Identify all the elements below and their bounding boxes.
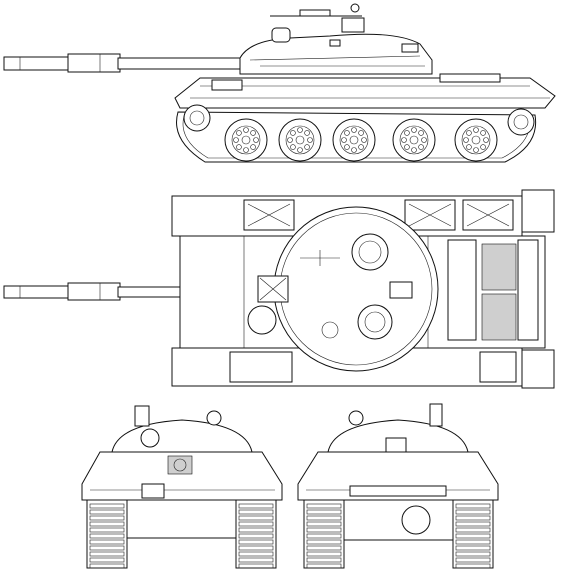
rear-turret xyxy=(327,419,469,453)
road-wheel-1 xyxy=(224,118,268,162)
top-turret xyxy=(273,206,439,372)
side-drive-sprocket xyxy=(507,108,535,136)
rear-hull xyxy=(297,451,499,501)
side-view xyxy=(3,3,556,163)
front-turret xyxy=(111,419,253,453)
front-hull xyxy=(81,451,283,501)
top-driver-hatch xyxy=(247,305,277,335)
top-loader-hatch xyxy=(357,304,393,340)
rear-track-links xyxy=(306,503,491,569)
rear-view xyxy=(297,403,499,569)
road-wheel-4 xyxy=(392,118,436,162)
side-road-wheels xyxy=(224,118,498,162)
front-track-links xyxy=(89,503,274,569)
side-turret xyxy=(239,3,433,75)
side-idler-wheel xyxy=(183,104,211,132)
top-commander-cupola xyxy=(351,233,389,271)
road-wheel-3 xyxy=(332,118,376,162)
front-view xyxy=(81,405,283,569)
side-gun-barrel xyxy=(3,53,249,73)
road-wheel-2 xyxy=(278,118,322,162)
top-engine-deck xyxy=(447,239,539,341)
side-hull xyxy=(174,73,556,109)
front-gun-mantlet xyxy=(167,455,193,475)
road-wheel-5 xyxy=(454,118,498,162)
top-view xyxy=(3,189,555,389)
